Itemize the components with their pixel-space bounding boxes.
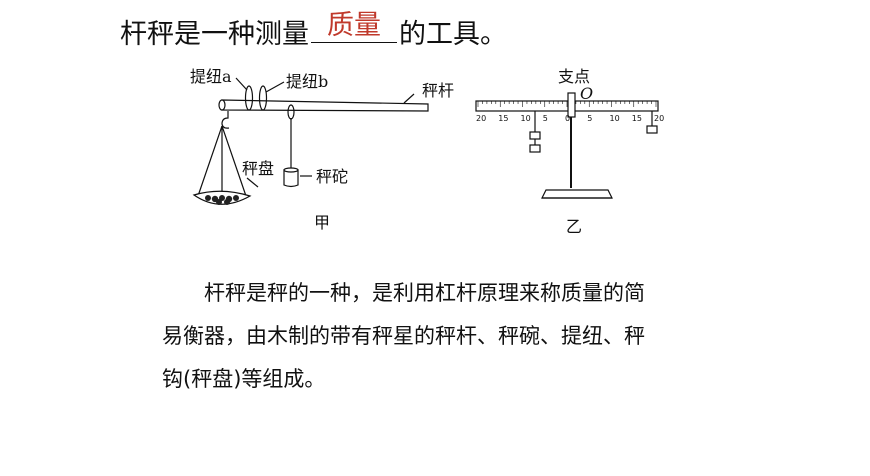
left-weight-1 — [529, 131, 541, 140]
loop-b-leader — [265, 81, 285, 93]
answer-text: 质量 — [327, 10, 381, 41]
label-loop-a: 提纽a — [190, 67, 232, 86]
tick-labels: 20 15 10 5 0 5 10 15 20 — [476, 114, 664, 123]
tick-label: 5 — [543, 114, 548, 123]
tick-label: 0 — [565, 114, 570, 123]
left-weight-2 — [529, 144, 541, 153]
description-paragraph: 杆秤是秤的一种，是利用杠杆原理来称质量的简易衡器，由木制的带有秤星的秤杆、秤碗、… — [162, 281, 645, 391]
figure-steelyard — [192, 77, 429, 205]
figure-lever-stand — [475, 92, 659, 199]
pan-leader — [246, 177, 259, 188]
loop-a — [244, 85, 254, 111]
pivot-clamp — [567, 92, 576, 118]
stand-base — [541, 189, 613, 199]
loop-b — [258, 85, 268, 111]
question-suffix: 的工具。 — [399, 19, 507, 50]
label-origin: O — [580, 84, 593, 103]
beam-end — [218, 99, 226, 111]
tick-label: 20 — [476, 114, 486, 123]
hook — [221, 111, 230, 129]
tick-label: 20 — [654, 114, 664, 123]
question-prefix: 杆秤是一种测量 — [120, 19, 309, 50]
label-beam: 秤杆 — [422, 81, 454, 100]
question-line: 杆秤是一种测量质量的工具。 — [120, 10, 507, 55]
label-weight: 秤砣 — [316, 167, 348, 186]
tick-label: 5 — [587, 114, 592, 123]
loop-a-leader — [235, 77, 248, 91]
weight-top — [283, 167, 299, 173]
tick-label: 10 — [610, 114, 620, 123]
label-loop-b: 提纽b — [286, 72, 328, 91]
pan-string — [221, 125, 247, 197]
pan-string — [197, 125, 223, 197]
caption-a: 甲 — [314, 213, 330, 232]
weight — [283, 169, 299, 188]
tick-label: 10 — [521, 114, 531, 123]
right-weight — [646, 125, 658, 134]
label-pivot: 支点 — [558, 67, 590, 86]
caption-b: 乙 — [566, 217, 582, 236]
tick-label: 15 — [498, 114, 508, 123]
label-pan: 秤盘 — [242, 159, 274, 178]
pan-contents — [205, 195, 239, 205]
beam-leader — [403, 93, 415, 104]
tick-label: 15 — [632, 114, 642, 123]
answer-blank: 质量 — [311, 10, 397, 43]
ruler-ticks — [477, 101, 657, 107]
